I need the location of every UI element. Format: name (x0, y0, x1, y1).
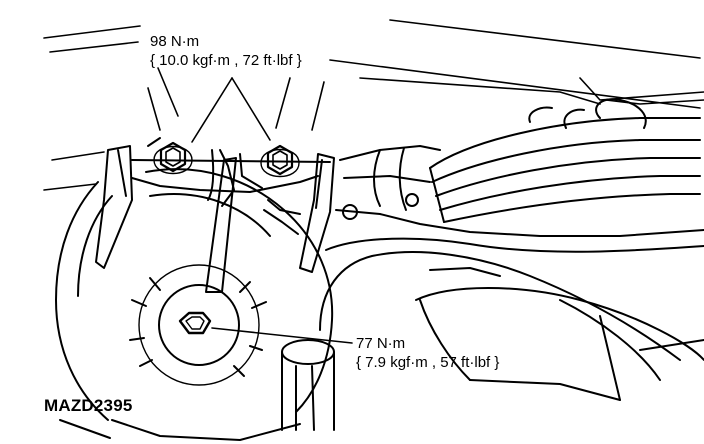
upper-torque-conversion: { 10.0 kgf·m , 72 ft·lbf } (150, 52, 302, 69)
upper-nut-left (153, 141, 193, 175)
mount-bracket (95, 137, 335, 273)
crankshaft-pulley (429, 98, 701, 223)
upper-torque-value: 98 N·m (150, 33, 200, 50)
tensioner-bolt-hex (178, 311, 212, 335)
lower-torque-label: 77 N·m { 7.9 kgf·m , 57 ft·lbf } (356, 334, 499, 372)
upper-torque-label: 98 N·m { 10.0 kgf·m , 72 ft·lbf } (150, 32, 302, 70)
lower-callout-leader (211, 327, 353, 344)
upper-callout-leaders (147, 67, 325, 143)
lower-torque-value: 77 N·m (356, 335, 406, 352)
tensioner-assembly (129, 157, 267, 386)
idler-pulley (281, 339, 335, 431)
figure-code: MAZD2395 (44, 396, 133, 415)
engine-housing (319, 145, 704, 401)
lower-torque-conversion: { 7.9 kgf·m , 57 ft·lbf } (356, 354, 500, 371)
upper-nut-right (260, 144, 300, 178)
engine-bay-lines (43, 19, 704, 191)
